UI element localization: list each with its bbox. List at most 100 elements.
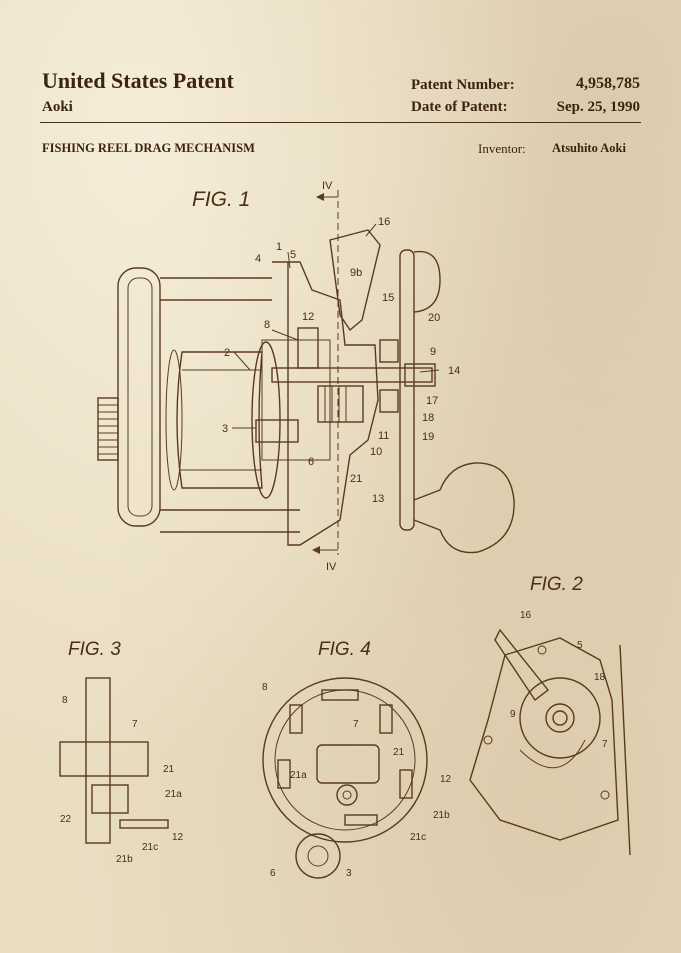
fig4-title: FIG. 4 [318,639,371,660]
svg-text:21: 21 [393,747,405,758]
svg-text:7: 7 [602,739,608,750]
fig4-spring-coil [336,784,358,806]
patent-number: 4,958,785 [576,75,640,92]
figure-3: FIG. 3 8 7 21 21a 22 12 21c 21b [59,639,184,865]
fig4-slot [321,689,359,701]
right-frame-body [272,261,379,546]
invention-title: FISHING REEL DRAG MECHANISM [42,141,255,155]
svg-text:6: 6 [308,456,314,468]
svg-text:21a: 21a [165,789,182,800]
svg-text:9b: 9b [350,267,362,279]
reel-knob [97,397,119,461]
fig2-hub [545,703,575,733]
drag-washers [317,385,364,423]
fig3-shaft [59,741,149,777]
fig3-pawl [119,819,169,829]
fig3-title: FIG. 3 [68,639,121,660]
svg-text:2: 2 [224,347,230,359]
pinion [255,419,299,443]
svg-text:21: 21 [350,473,362,485]
fig4-slot [379,704,393,734]
fig2-lever [494,628,549,702]
svg-text:3: 3 [346,868,352,879]
svg-text:6: 6 [270,868,276,879]
svg-text:19: 19 [422,431,434,443]
svg-text:21b: 21b [116,854,133,865]
clutch-part-lower [379,389,399,413]
svg-text:12: 12 [440,774,452,785]
figure-2: FIG. 2 16 5 18 9 7 [469,574,631,856]
fig4-slot [277,759,291,789]
fig4-slot [344,814,378,826]
svg-text:9: 9 [510,709,516,720]
svg-text:21b: 21b [433,810,450,821]
section-arrowhead-bottom [312,546,320,554]
clutch-part [379,339,399,363]
svg-text:15: 15 [382,292,394,304]
svg-text:13: 13 [372,493,384,505]
spool [176,351,263,489]
star-drag [413,250,441,313]
svg-text:16: 16 [520,610,532,621]
svg-text:12: 12 [172,832,184,843]
drive-gear [297,327,319,369]
left-side-plate [117,267,161,527]
figure-1: FIG. 1 IV IV [97,180,515,573]
date-of-patent-label: Date of Patent: [411,99,508,115]
right-side-plate [399,249,415,531]
svg-text:21: 21 [163,764,175,775]
svg-text:21c: 21c [410,832,426,843]
header-divider [40,122,641,123]
svg-text:16: 16 [378,216,390,228]
svg-text:18: 18 [422,412,434,424]
drag-lever [329,229,381,332]
svg-text:8: 8 [264,319,270,331]
svg-text:7: 7 [353,719,359,730]
shaft-nut [404,363,436,387]
svg-text:11: 11 [378,430,389,442]
assignee-name: Aoki [42,99,73,115]
svg-text:14: 14 [448,365,460,377]
fig2-frame [469,637,619,841]
date-of-patent: Sep. 25, 1990 [556,99,640,115]
fig2-title: FIG. 2 [530,574,583,595]
svg-text:5: 5 [290,249,296,261]
fig3-spring [91,784,129,814]
svg-text:7: 7 [132,719,138,730]
svg-text:21a: 21a [290,770,307,781]
svg-text:5: 5 [577,640,583,651]
fig2-gear-outline [519,677,601,759]
svg-text:12: 12 [302,311,314,323]
fig4-slot [399,769,413,799]
svg-text:22: 22 [60,814,72,825]
fig4-pinion [295,833,341,879]
section-arrowhead-top [316,193,324,201]
fig1-labels: 1 2 3 4 5 6 8 9 9b 10 11 12 13 14 15 16 … [222,216,460,505]
inventor-label: Inventor: [478,141,526,156]
svg-text:3: 3 [222,423,228,435]
svg-text:18: 18 [594,672,606,683]
fig4-slot [289,704,303,734]
svg-text:4: 4 [255,253,261,265]
inventor-name: Atsuhito Aoki [552,141,626,155]
figure-4: FIG. 4 8 7 21 21a 12 21b 21c 6 3 [262,639,452,879]
svg-text:1: 1 [276,241,282,253]
crank-knob [413,462,515,554]
svg-text:10: 10 [370,446,382,458]
patent-number-label: Patent Number: [411,77,515,93]
svg-text:9: 9 [430,346,436,358]
section-mark-top: IV [322,180,333,192]
main-shaft [271,367,433,383]
svg-text:8: 8 [262,682,268,693]
fig3-gear-plate [85,677,111,844]
svg-text:8: 8 [62,695,68,706]
section-mark-bottom: IV [326,561,337,573]
svg-text:17: 17 [426,395,438,407]
fig1-title: FIG. 1 [192,188,250,211]
svg-text:21c: 21c [142,842,158,853]
fig4-shaft-section [316,744,380,784]
fig1-leader-lines [232,223,440,429]
fig4-outer-ring [262,677,428,843]
